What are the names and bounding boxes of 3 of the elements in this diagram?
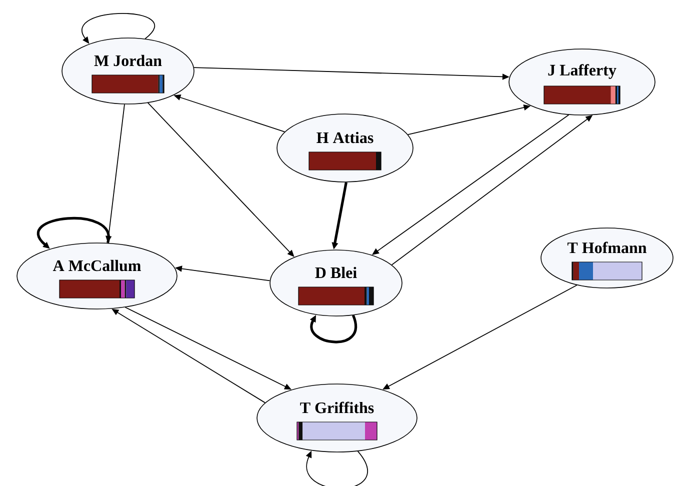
arrow (306, 450, 368, 486)
arrow (310, 314, 357, 344)
arrow (147, 102, 294, 257)
